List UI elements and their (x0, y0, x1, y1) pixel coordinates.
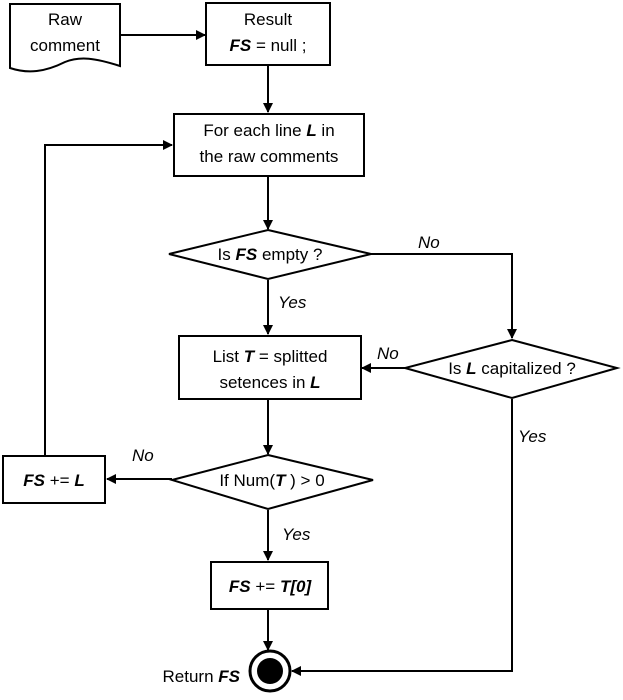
is-l-capitalized-diamond (401, 338, 621, 400)
result-init-box (205, 2, 331, 66)
node-list-t: List T = splitted setences in L (178, 335, 362, 400)
fs-append-t0-text: FS += T[0] (229, 577, 313, 596)
is-l-capitalized-text: Is L capitalized ? (448, 359, 576, 378)
if-num-t-text: If Num(T ) > 0 (219, 471, 324, 490)
fs-append-l-text: FS += L (23, 471, 84, 490)
node-is-fs-empty: Is FS empty ? (168, 228, 372, 281)
list-t-box (178, 335, 362, 400)
is-fs-empty-diamond (168, 228, 372, 281)
node-raw-comment: Raw comment (9, 3, 121, 73)
edge-labels: No Yes No Yes No Yes (132, 233, 547, 544)
return-terminal-inner (257, 658, 283, 684)
node-is-l-capitalized: Is L capitalized ? (401, 338, 621, 400)
label-empty-no: No (418, 233, 440, 252)
result-init-line1: Result (244, 10, 292, 29)
list-t-line2: setences in L (219, 373, 320, 392)
label-num-yes: Yes (282, 525, 311, 544)
for-each-box (173, 113, 365, 177)
raw-comment-shape (9, 3, 121, 73)
label-empty-yes: Yes (278, 293, 307, 312)
node-fs-append-t0: FS += T[0] (210, 561, 329, 610)
return-fs-text: Return FS (163, 667, 241, 686)
is-fs-empty-text: Is FS empty ? (218, 245, 323, 264)
edges (44, 30, 517, 676)
edge-fsl-loop-to-foreach (44, 140, 173, 455)
label-capitalized-yes: Yes (518, 427, 547, 446)
edge-empty-no-to-capitalized (371, 253, 517, 339)
if-num-t-diamond (168, 453, 374, 511)
fs-append-l-box (2, 455, 106, 504)
label-num-no: No (132, 446, 154, 465)
for-each-line2: the raw comments (200, 147, 339, 166)
raw-comment-line1: Raw (48, 10, 83, 29)
node-for-each-line: For each line L in the raw comments (173, 113, 365, 177)
raw-comment-line2: comment (30, 36, 100, 55)
node-if-num-t: If Num(T ) > 0 (168, 453, 374, 511)
list-t-line1: List T = splitted (213, 347, 328, 366)
fs-append-t0-box (210, 561, 329, 610)
result-init-line2: FS = null ; (229, 36, 306, 55)
edge-capitalized-yes-to-return (291, 399, 513, 676)
label-capitalized-no: No (377, 344, 399, 363)
for-each-line1: For each line L in (203, 121, 334, 140)
node-result-init: Result FS = null ; (205, 2, 331, 66)
node-fs-append-l: FS += L (2, 455, 106, 504)
node-return-fs: Return FS (163, 649, 292, 693)
